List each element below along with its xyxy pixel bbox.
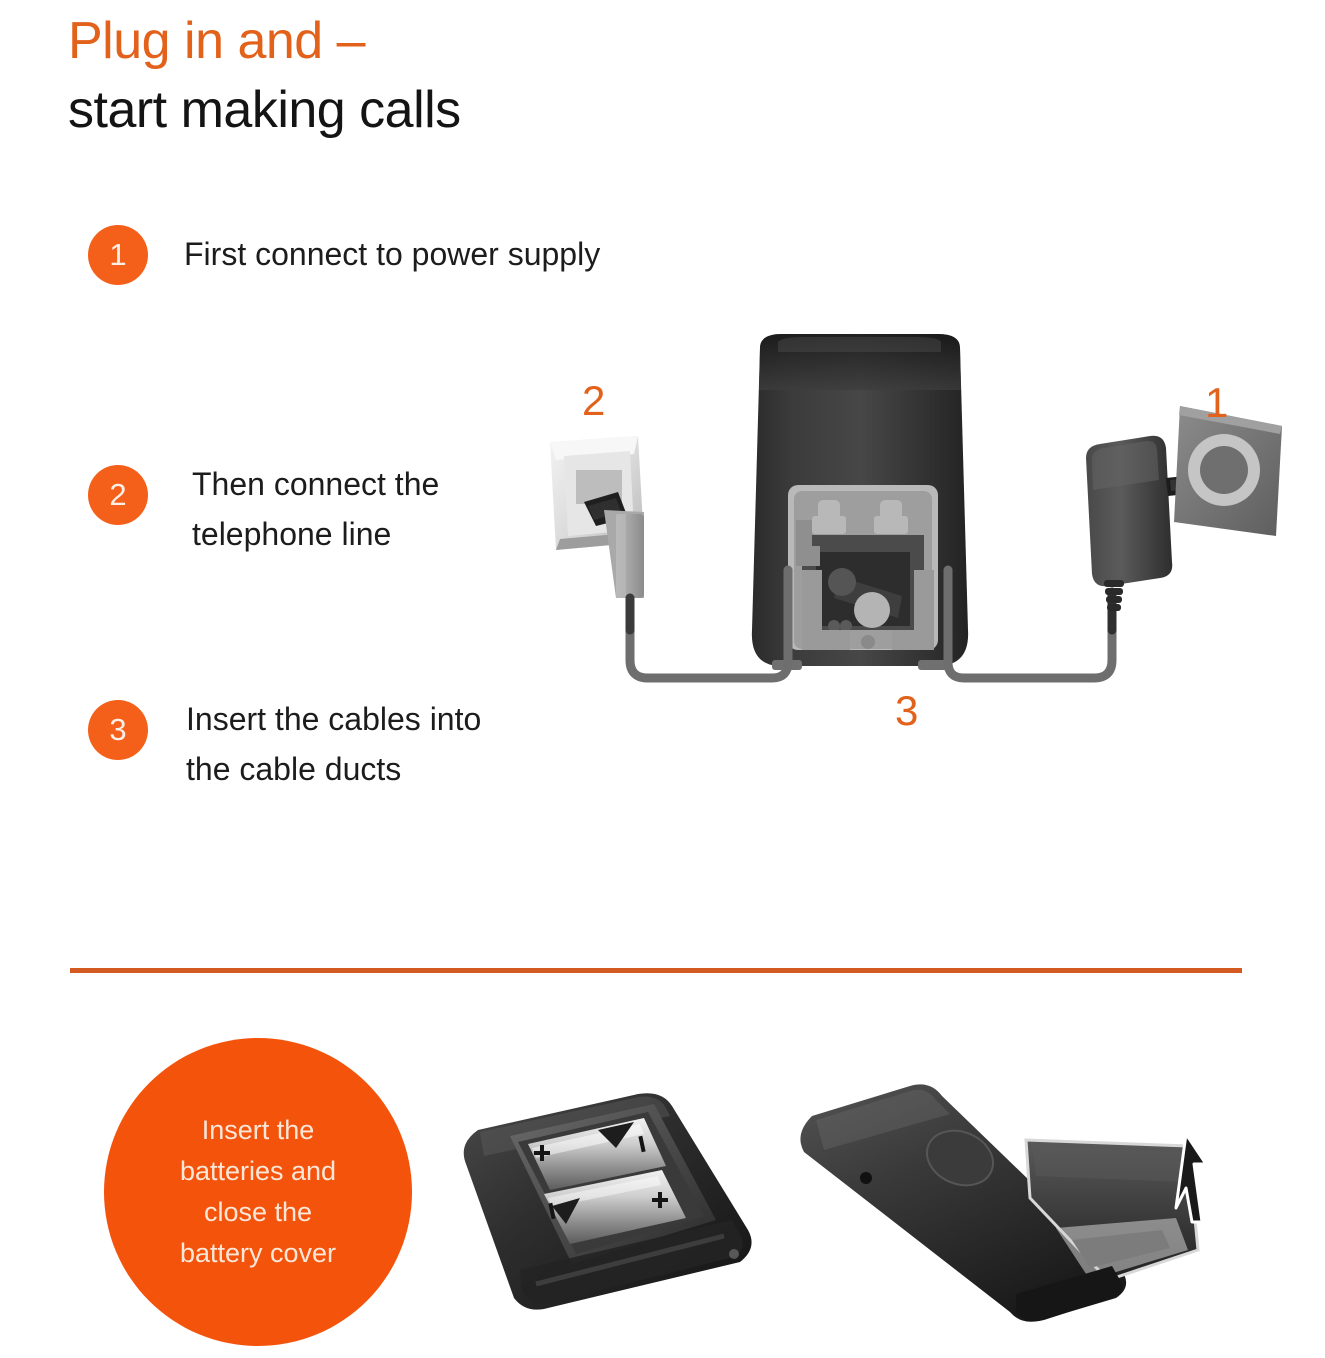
battery-minus-marking-1 [638,1135,646,1153]
diagram-callout-1: 1 [1205,379,1229,426]
instruction-step-3: 3 Insert the cables into the cable ducts [88,700,481,794]
battery-instruction-text: Insert the batteries and close the batte… [179,1115,337,1268]
battery-plus-marking-1 [534,1145,550,1161]
step-text-2: Then connect the telephone line [192,466,440,552]
step-text-3: Insert the cables into the cable ducts [186,701,482,787]
page-title: Plug in and – start making calls [68,8,968,146]
instruction-step-2: 2 Then connect the telephone line [88,465,439,559]
page-title-line-1: Plug in and – [68,12,366,70]
battery-plus-marking-2 [652,1192,668,1208]
connection-diagram: 2 1 3 [520,330,1310,750]
battery-minus-marking-2 [548,1202,556,1220]
close-direction-arrow [1174,1132,1208,1224]
handset-battery-compartment-open [448,1078,778,1318]
step-number-badge-2: 2 [88,465,148,525]
telephone-cable [625,565,793,683]
step-text-1: First connect to power supply [184,236,601,272]
mains-power-socket [1174,406,1282,536]
telephone-line-plug [604,510,644,598]
connection-diagram-illustration [550,334,1282,683]
power-cable [943,565,1117,683]
diagram-callout-2: 2 [582,377,606,424]
base-station-rear [751,334,969,670]
cable-ducts [796,520,934,650]
handset-speaker-oval [926,1129,994,1187]
step-number-badge-3: 3 [88,700,148,760]
handset-battery-cover-closing [790,1072,1220,1327]
step-number-badge-1: 1 [88,225,148,285]
battery-instruction-badge: Insert the batteries and close the batte… [104,1038,412,1346]
handset-microphone-hole [860,1172,872,1184]
section-divider [70,968,1242,973]
page-title-line-2: start making calls [68,81,461,139]
diagram-callout-3: 3 [895,687,919,734]
instruction-step-1: 1 First connect to power supply [88,225,600,285]
